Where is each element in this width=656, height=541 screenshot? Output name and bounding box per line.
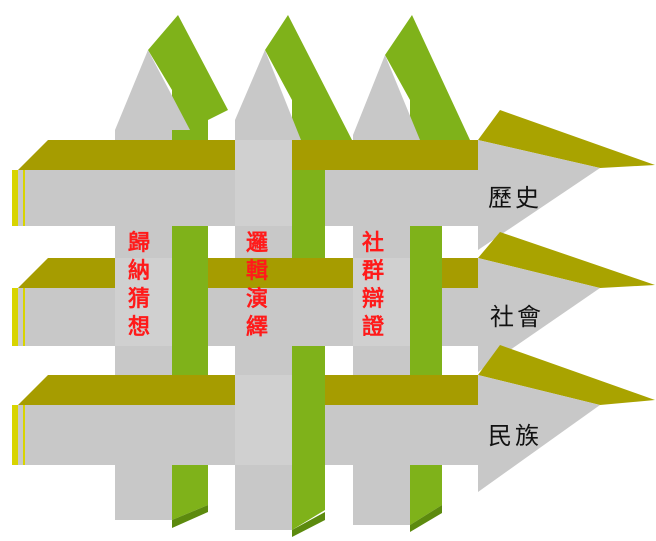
horizontal-arrow-2-edge [12,288,18,346]
horizontal-arrow-1-head-top [478,110,655,168]
horizontal-arrow-1-edge [12,170,18,226]
vertical-arrow-2-char-4: 繹 [246,314,268,340]
weave-col2-row3-face [235,375,292,465]
vertical-arrow-3-char-1: 社 [362,230,384,256]
weave-col2-row1-side [292,170,325,226]
vertical-arrow-3-char-2: 群 [362,258,384,284]
horizontal-arrow-3-head-top [478,345,655,405]
vertical-arrow-1-label: 歸 納 猜 想 [127,230,150,340]
weave-col3-row2-side [410,258,442,346]
weave-col1-row2-side [172,258,208,346]
vertical-arrow-1-char-2: 納 [128,258,150,284]
horizontal-arrow-2-head-top [478,232,655,288]
horizontal-arrow-3-edge [12,405,18,465]
vertical-arrow-2-char-3: 演 [246,286,268,312]
vertical-arrow-1-char-4: 想 [128,314,150,340]
horizontal-arrow-2-label: 社會 [490,303,544,331]
vertical-arrow-1-char-3: 猜 [127,286,150,312]
vertical-arrow-1-base [172,505,208,528]
vertical-arrow-2-char-2: 輯 [246,258,268,284]
vertical-arrow-3-char-4: 證 [362,314,385,340]
weave-col1-row2-face [115,258,172,346]
vertical-arrow-3-base [410,505,442,532]
vertical-arrow-2-label: 邏 輯 演 繹 [246,230,268,340]
weave-col2-row3-side [292,375,325,465]
weave-col3-row2-face [353,258,410,346]
vertical-arrow-2-char-1: 邏 [246,230,268,256]
vertical-arrow-3-label: 社 群 辯 證 [362,230,385,340]
weave-col2-row1-face [235,140,292,226]
horizontal-arrow-2: 社會 [12,232,655,372]
vertical-arrow-1-char-1: 歸 [128,230,150,256]
horizontal-arrow-3-label: 民族 [488,422,542,450]
vertical-arrow-2-base [292,512,325,537]
vertical-arrow-3-char-3: 辯 [362,286,384,312]
horizontal-arrow-3: 民族 [12,345,655,492]
horizontal-arrow-1-label: 歷史 [488,184,542,212]
